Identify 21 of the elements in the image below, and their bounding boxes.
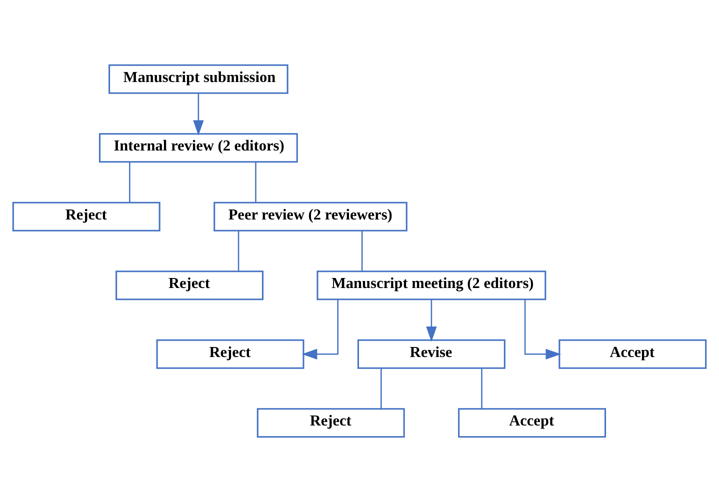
node-box: Reject (256, 408, 405, 438)
arrow (302, 300, 338, 360)
connector (129, 162, 130, 202)
node-box: Revise (357, 339, 506, 369)
node-box: Accept (558, 339, 707, 369)
arrow (524, 300, 561, 360)
node-box: Manuscript submission (108, 64, 288, 94)
node-box: Reject (12, 202, 160, 232)
connector (361, 230, 363, 272)
connector (238, 230, 240, 272)
arrow (193, 93, 204, 136)
node-box: Accept (458, 408, 606, 438)
connector (481, 368, 482, 409)
connector (380, 368, 382, 409)
node-box: Internal review (2 editors) (98, 133, 298, 163)
node-box: Manuscript meeting (2 editors) (316, 270, 546, 300)
arrow (426, 300, 437, 342)
node-box: Peer review (2 reviewers) (214, 202, 408, 232)
connector (255, 162, 256, 202)
node-box: Reject (116, 270, 264, 300)
node-box: Reject (156, 339, 304, 369)
